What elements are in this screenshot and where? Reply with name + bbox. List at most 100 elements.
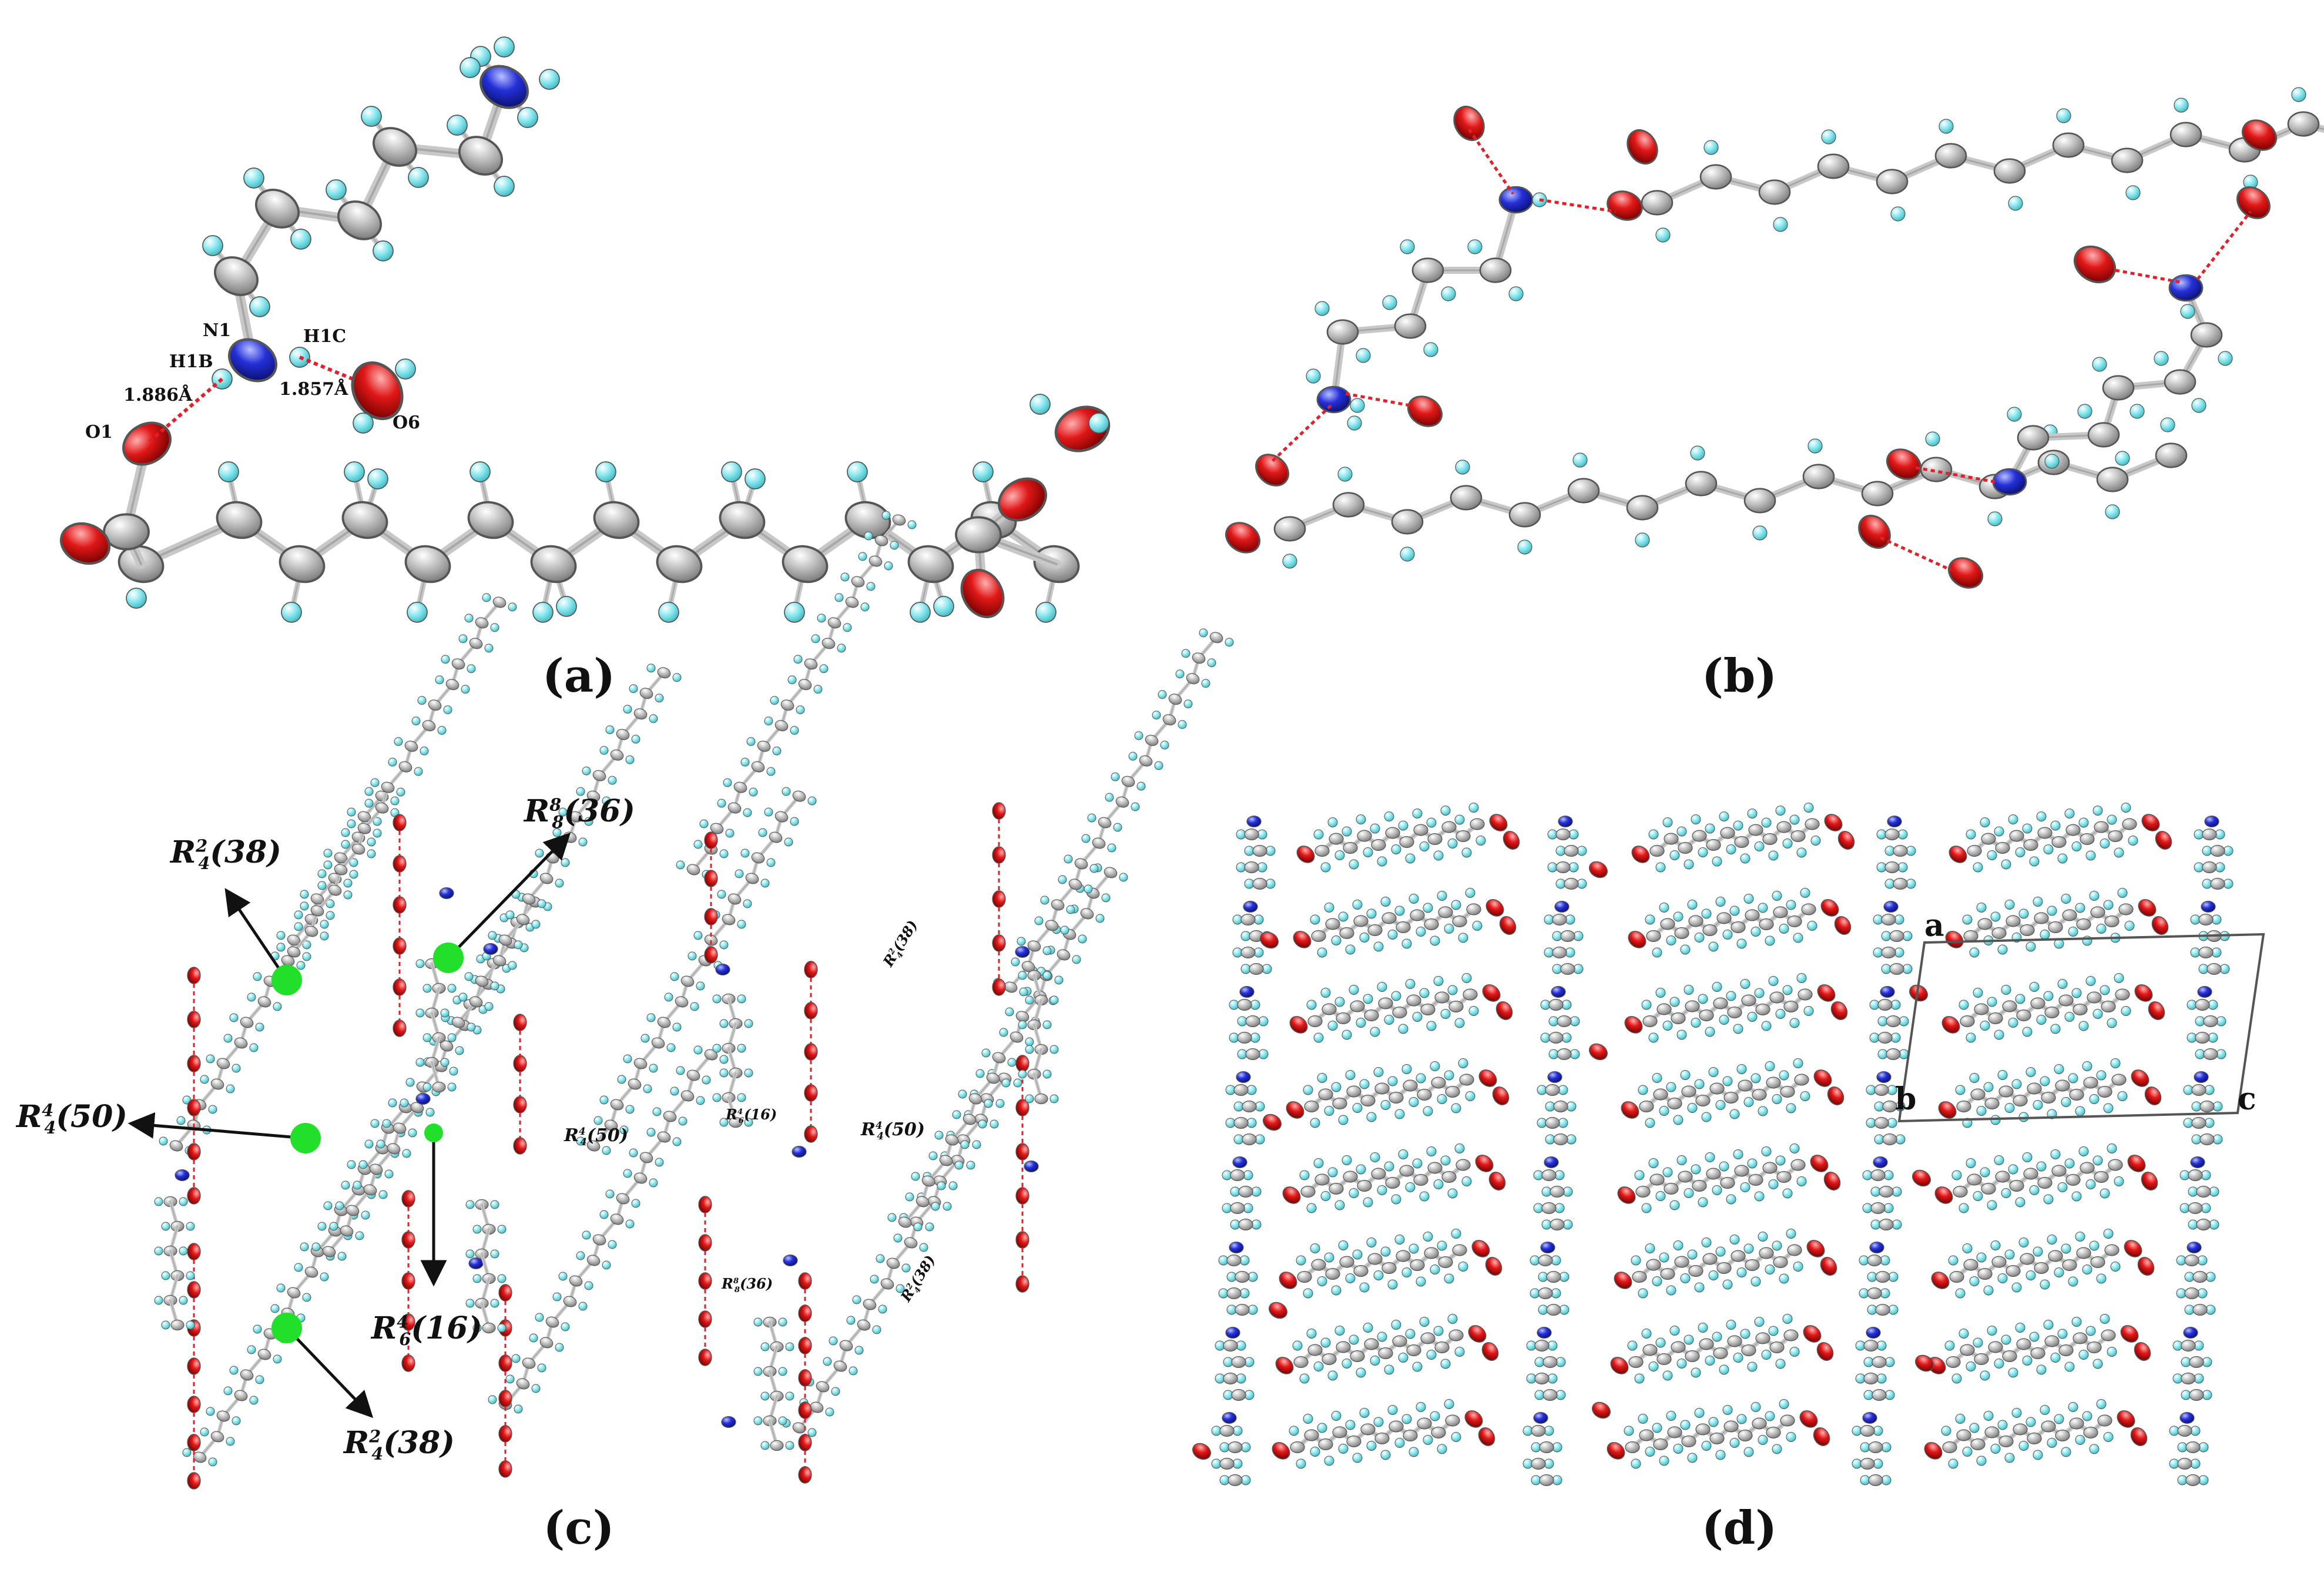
hydrogen-atom (1669, 850, 1680, 860)
oxygen-atom (1621, 1101, 1639, 1119)
carbon-atom (1660, 918, 1675, 930)
carbon-atom (1642, 1015, 1658, 1027)
hydrogen-atom (2064, 1361, 2075, 1372)
hydrogen-atom (623, 1054, 632, 1064)
carbon-atom (341, 501, 388, 539)
carbon-atom (2199, 1101, 2215, 1112)
carbon-atom (1688, 915, 1703, 927)
carbon-atom (1245, 1015, 1260, 1027)
hydrogen-atom (625, 755, 635, 764)
hydrogen-atom (367, 849, 376, 858)
hydrogen-atom (229, 1013, 239, 1022)
oxygen-atom (1192, 1443, 1211, 1460)
hydrogen-atom (1969, 1276, 1980, 1286)
carbon-atom (1720, 1177, 1735, 1189)
hydrogen-atom (745, 468, 766, 489)
oxygen-atom (401, 1190, 415, 1208)
oxygen-atom (1289, 1016, 1308, 1034)
hydrogen-atom (472, 1323, 482, 1333)
hydrogen-atom (1980, 817, 1990, 827)
hydrogen-atom (1698, 847, 1708, 857)
hydrogen-atom (1987, 997, 1997, 1007)
hydrogen-atom (494, 36, 515, 58)
hydrogen-atom (402, 1149, 411, 1158)
carbon-atom (1773, 906, 1788, 918)
hydrogen-atom (437, 726, 447, 735)
hydrogen-atom (2022, 823, 2033, 834)
atom-label-h1b: H1B (169, 351, 213, 372)
carbon-atom (1860, 1425, 1875, 1437)
hydrogen-atom (849, 1366, 858, 1376)
hydrogen-atom (2018, 1441, 2029, 1451)
carbon-atom (1674, 1256, 1689, 1268)
hydrogen-atom (760, 878, 770, 888)
hydrogen-atom (1451, 900, 1461, 910)
hydrogen-atom (1807, 438, 1823, 454)
hydrogen-atom (576, 1136, 585, 1146)
oxygen-atom (1293, 931, 1312, 948)
hydrogen-atom (2068, 1276, 2078, 1287)
hydrogen-atom (937, 1181, 946, 1190)
carbon-atom (939, 1155, 953, 1166)
hydrogen-atom (1715, 1246, 1726, 1257)
carbon-atom (1346, 1436, 1361, 1447)
hydrogen-atom (760, 1342, 770, 1351)
hydrogen-atom (1345, 1070, 1356, 1080)
hydrogen-atom (1331, 935, 1342, 945)
hydrogen-atom (1419, 1317, 1430, 1327)
carbon-atom (1783, 1329, 1799, 1341)
nitrogen-atom (792, 1146, 807, 1158)
hydrogen-atom (179, 1197, 188, 1206)
hydrogen-atom (2075, 1106, 2085, 1116)
carbon-atom (1080, 908, 1094, 920)
carbon-atom (1353, 915, 1369, 927)
carbon-atom (1642, 1344, 1658, 1356)
hydrogen-atom (370, 1119, 380, 1128)
hydrogen-atom (1733, 820, 1743, 831)
oxygen-atom (401, 1354, 415, 1372)
hydrogen-atom (490, 1299, 499, 1308)
hydrogen-atom (1966, 1361, 1976, 1371)
carbon-atom (898, 1216, 912, 1228)
oxygen-atom (59, 522, 111, 565)
hydrogen-atom (602, 796, 611, 806)
carbon-atom (2169, 122, 2202, 147)
carbon-atom (892, 514, 906, 526)
hydrogen-atom (1698, 994, 1708, 1004)
carbon-atom (2155, 442, 2188, 468)
hydrogen-atom (1705, 823, 1715, 834)
hydrogen-atom (1691, 1367, 1701, 1378)
hydrogen-atom (670, 972, 679, 981)
carbon-atom (1776, 821, 1792, 833)
carbon-atom (2069, 1417, 2084, 1430)
carbon-atom (2184, 1287, 2199, 1299)
oxygen-atom (1949, 846, 1967, 863)
hydrogen-atom (2040, 1279, 2050, 1290)
carbon-atom (1998, 1085, 2014, 1098)
carbon-atom (1745, 909, 1760, 921)
hydrogen-atom (1638, 1085, 1648, 1095)
hydrogen-atom (253, 1324, 262, 1334)
hydrogen-atom (1726, 1320, 1736, 1330)
carbon-atom (616, 1193, 630, 1205)
hydrogen-atom (255, 1375, 264, 1384)
carbon-atom (387, 1143, 401, 1155)
hydrogen-atom (837, 643, 846, 653)
hydrogen-atom (884, 561, 893, 571)
hydrogen-atom (599, 1095, 609, 1105)
carbon-atom (1776, 1171, 1792, 1183)
hydrogen-atom (1773, 217, 1788, 232)
hydrogen-atom (508, 961, 517, 970)
hydrogen-atom (1352, 900, 1363, 910)
hydrogen-atom (320, 920, 329, 929)
carbon-atom (1780, 1086, 1795, 1098)
hydrogen-atom (785, 1342, 794, 1351)
carbon-atom (1695, 1423, 1711, 1436)
hydrogen-atom (785, 1441, 794, 1450)
carbon-atom (1653, 1438, 1668, 1450)
carbon-atom (1394, 313, 1427, 339)
hydrogen-atom (465, 1299, 475, 1308)
carbon-atom (1360, 1423, 1376, 1436)
hydrogen-atom (1669, 1200, 1680, 1210)
hydrogen-atom (1729, 1109, 1740, 1119)
